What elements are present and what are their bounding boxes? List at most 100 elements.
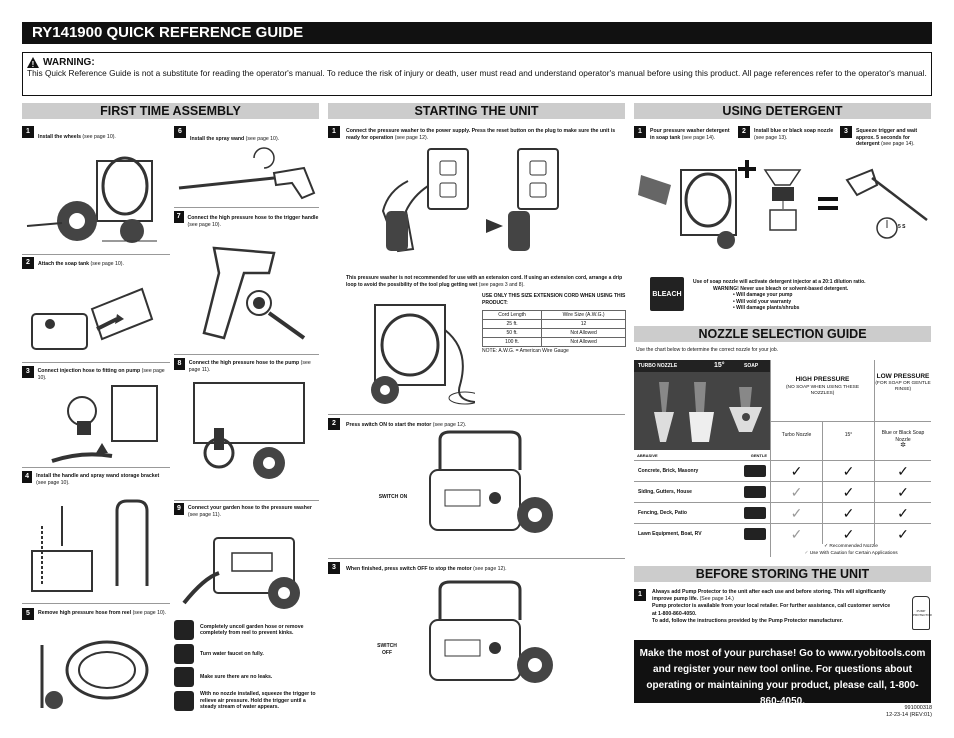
hose-checklist: Completely uncoil garden hose or remove … (174, 618, 319, 713)
step-number: 1 (22, 126, 34, 138)
checklist-item: Turn water faucet on fully. (174, 643, 319, 665)
nozzle-row-label-cell: Siding, Gutters, House (634, 482, 770, 502)
trigger-icon (174, 691, 194, 711)
step-number: 2 (738, 126, 750, 138)
wire-size-cell: Not Allowed (541, 328, 626, 338)
gentle-label: GENTLE (750, 452, 767, 458)
col-soap-label: Blue or Black Soap Nozzle (881, 430, 925, 443)
deg15-label: 15° (714, 362, 725, 369)
bottle-label: PUMP PROTECTOR (913, 609, 932, 617)
nozzle-image: TURBO NOZZLE 15° SOAP ABRASIVE GENTLE (634, 360, 770, 460)
nozzle-row-label: Fencing, Deck, Patio (638, 510, 687, 516)
abrasive-gentle-scale: ABRASIVE GENTLE (634, 450, 770, 460)
timer-label: 5 S (898, 224, 906, 230)
assembly-step-6: 6 Install the spray wand (see page 10). (174, 126, 319, 208)
recommended-check: ✓ (822, 482, 874, 502)
cord-note: NOTE: A.W.G. = American Wire Gauge (482, 348, 569, 354)
step-number: 3 (22, 366, 34, 378)
step-text: Install the spray wand (190, 136, 245, 142)
recommended-check: ✓ (770, 461, 822, 481)
cord-header-wire: Wire Size (A.W.G.) (541, 310, 626, 320)
nozzle-row-label: Lawn Equipment, Boat, RV (638, 531, 702, 537)
caution-check: ✓ (770, 503, 822, 523)
step-ref: (see page 13). (754, 134, 788, 141)
high-pressure-header: HIGH PRESSURE (NO SOAP WHEN USING THESE … (770, 360, 874, 422)
step-number: 1 (634, 589, 646, 601)
col-15-label: 15° (822, 422, 874, 460)
step-number: 8 (174, 358, 185, 370)
equals-icon (818, 197, 838, 210)
checklist-item: Make sure there are no leaks. (174, 666, 319, 688)
trigger-wand-illustration (845, 168, 928, 239)
detergent-heading: USING DETERGENT (634, 103, 931, 119)
step-ref: (see page 14). (881, 141, 915, 147)
bleach-label: BLEACH (652, 290, 682, 298)
page-title: RY141900 QUICK REFERENCE GUIDE (22, 22, 932, 44)
warning-triangle-icon: ! (27, 57, 39, 68)
assembly-step-7: 7 Connect the high pressure hose to the … (174, 211, 319, 348)
step-number: 6 (174, 126, 186, 138)
step-number: 9 (174, 503, 184, 515)
nozzle-row-label: Siding, Gutters, House (638, 489, 692, 495)
step-text: Install the handle and spray wand storag… (36, 473, 160, 479)
switch-off-label: SWITCH OFF (377, 643, 397, 656)
storing-line1: Always add Pump Protector to the unit af… (652, 589, 886, 603)
cord-length-cell: 50 ft. (481, 328, 543, 338)
step-text: Connect your garden hose to the pressure… (187, 505, 312, 511)
boat-icon (744, 528, 766, 540)
step-number: 3 (840, 126, 852, 138)
step-text: Install blue or black soap nozzle (754, 128, 834, 134)
table-row: 25 ft.12 (481, 319, 626, 329)
handle-install-illustration (31, 499, 149, 592)
plug-outlet-illustration (381, 148, 559, 253)
step-text: Remove high pressure hose from reel (38, 610, 132, 616)
low-pressure-sub: (FOR SOAP OR GENTLE RINSE) (875, 381, 931, 392)
cord-length-cell: 25 ft. (481, 319, 543, 329)
nozzle-row-label-cell: Concrete, Brick, Masonry (634, 461, 770, 481)
storing-step: 1 Always add Pump Protector to the unit … (634, 589, 931, 625)
soap-bubbles-icon: ✲ (900, 442, 906, 449)
step-number: 2 (328, 418, 340, 430)
legend-dark-check: ✓ (824, 544, 829, 549)
soap-tank-illustration (31, 287, 154, 350)
step-text: When finished, press switch OFF to stop … (346, 566, 472, 572)
warning-bullet: Will damage your pump (736, 292, 793, 298)
assembly-heading: FIRST TIME ASSEMBLY (22, 103, 319, 119)
trigger-handle-illustration (202, 246, 306, 340)
no-bleach-icon: BLEACH (650, 277, 684, 311)
step-ref: (see page 10). (132, 610, 167, 616)
step-ref: (see page 10). (90, 261, 124, 267)
switch-off-illustration (429, 580, 553, 683)
legend-dark-text: Recommended Nozzle (829, 544, 878, 549)
legend-light-text: Use With Caution for Certain Application… (809, 550, 898, 556)
extension-note-ref: (see pages 3 and 8). (478, 281, 525, 288)
nozzle-row: Siding, Gutters, House✓✓✓ (634, 481, 931, 502)
cord-heading: USE ONLY THIS SIZE EXTENSION CORD WHEN U… (482, 293, 626, 306)
nozzle-rows: Concrete, Brick, Masonry✓✓✓Siding, Gutte… (634, 460, 931, 544)
table-row: 50 ft.Not Allowed (481, 328, 626, 338)
table-row: 100 ft.Not Allowed (481, 337, 626, 347)
step-number: 7 (174, 211, 184, 223)
low-pressure-header: LOW PRESSURE (FOR SOAP OR GENTLE RINSE) (874, 360, 931, 422)
pump-protector-bottle-icon: PUMP PROTECTOR (912, 596, 932, 630)
recommended-check: ✓ (822, 503, 874, 523)
storing-line2: Pump protector is available from your lo… (652, 603, 891, 617)
step-ref: (see page 12). (394, 134, 429, 141)
pump-hose-illustration (193, 382, 305, 479)
step-text: Connect the pressure washer to the power… (346, 128, 616, 141)
warning-box: ! WARNING: This Quick Reference Guide is… (22, 52, 932, 96)
checklist-item: With no nozzle installed, squeeze the tr… (174, 689, 319, 713)
step-ref: (see page 11). (187, 511, 221, 518)
faucet-icon (174, 644, 194, 664)
wire-size-cell: Not Allowed (541, 337, 626, 347)
recommended-check: ✓ (874, 461, 931, 481)
detergent-step-1: 1 Pour pressure washer detergent in soap… (634, 126, 734, 141)
assembly-step-8: 8 Connect the high pressure hose to the … (174, 358, 319, 488)
starting-step-2: 2 Press switch ON to start the motor (se… (328, 418, 625, 430)
soap-warning: WARNING! Never use bleach or solvent-bas… (713, 285, 849, 292)
col-soap-header: Blue or Black Soap Nozzle ✲ (874, 422, 931, 460)
detergent-pour-illustration (638, 169, 737, 249)
assembly-step-5: 5 Remove high pressure hose from reel (s… (22, 608, 170, 715)
step-ref: (see page 12). (473, 566, 507, 572)
fence-icon (744, 507, 766, 519)
